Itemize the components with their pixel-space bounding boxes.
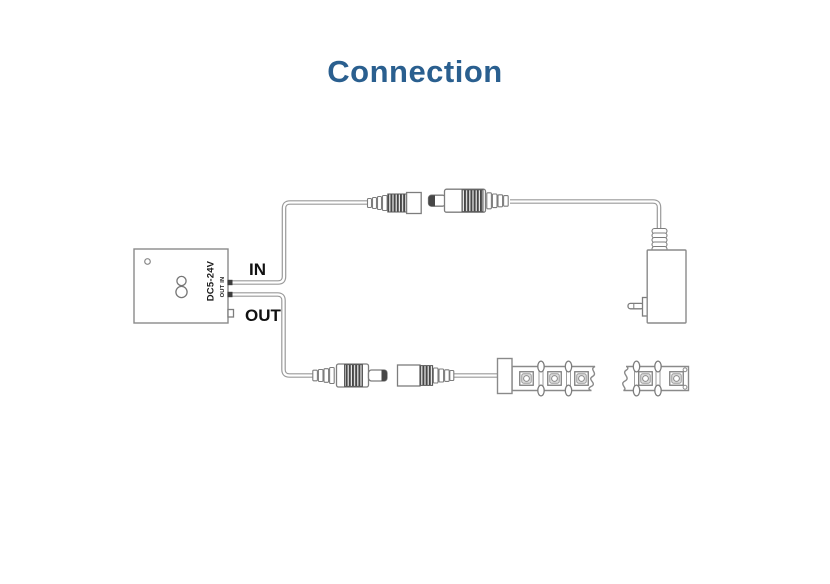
controller-ports-label: OUT IN	[220, 277, 226, 298]
controller-voltage-label: DC5-24V	[206, 260, 217, 301]
led-strip-end-cap	[496, 357, 513, 395]
led-chip-icon	[547, 371, 562, 386]
adapter-plug-prong	[627, 302, 645, 310]
led-strip	[496, 357, 690, 397]
dc-male-connector-top	[427, 188, 509, 213]
in-port-stub	[227, 279, 233, 286]
in-label: IN	[249, 260, 266, 279]
wire-controller-to-out-plug	[230, 292, 314, 378]
wire-controller-to-in-jack	[230, 200, 369, 285]
power-adapter	[627, 227, 687, 324]
out-port-stub	[227, 291, 233, 298]
wire-plug-to-adapter	[510, 199, 662, 229]
controller-side-tab	[227, 308, 235, 318]
led-chip-icon	[519, 371, 534, 386]
led-chip-icon	[638, 371, 653, 386]
dc-male-connector-bottom	[312, 363, 388, 388]
mounting-hole-icon	[144, 258, 151, 265]
controller-button-icon	[175, 285, 188, 299]
adapter-body	[646, 249, 687, 324]
dc-female-connector-bottom	[396, 364, 455, 387]
led-chip-icon	[574, 371, 589, 386]
controller-button-icon	[176, 275, 187, 287]
strip-end-pad	[682, 367, 688, 373]
dc-female-connector-top	[366, 191, 422, 215]
solder-pads	[537, 360, 662, 397]
led-controller: DC5-24V OUT IN	[133, 248, 235, 324]
adapter-strain-relief-coil	[651, 227, 668, 253]
strip-end-pad	[682, 384, 688, 390]
page-title: Connection	[327, 54, 503, 89]
out-label: OUT	[245, 306, 282, 325]
led-chip-icon	[669, 371, 684, 386]
